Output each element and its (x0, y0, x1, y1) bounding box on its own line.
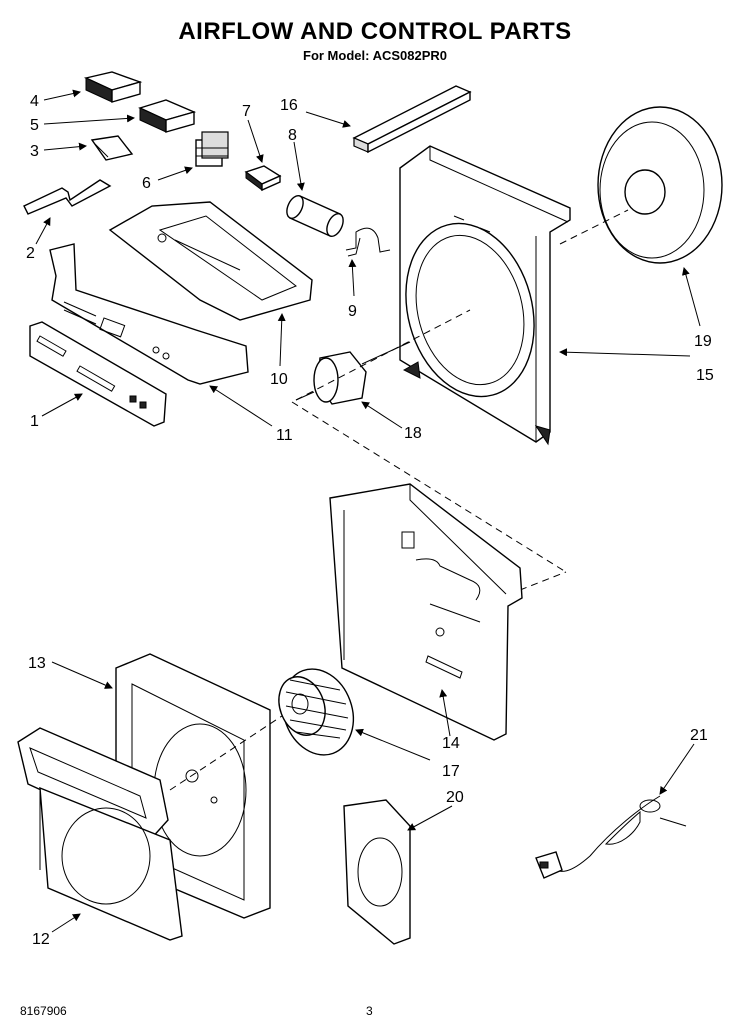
part-1-label-panel (29, 321, 167, 427)
callout-11: 11 (276, 427, 293, 444)
callout-2: 2 (26, 245, 35, 262)
callout-9: 9 (348, 303, 357, 320)
callout-13: 13 (28, 655, 46, 672)
part-15-housing (399, 145, 571, 446)
part-20-duct-plate (343, 799, 411, 945)
part-19-shroud (597, 106, 723, 264)
callout-21: 21 (690, 727, 708, 744)
part-10-tray (108, 201, 313, 321)
callout-15: 15 (696, 367, 714, 384)
callout-19: 19 (694, 333, 712, 350)
part-8-capacitor (286, 195, 344, 237)
callout-20: 20 (446, 789, 464, 806)
part-17-blower-wheel (278, 668, 355, 756)
callout-6: 6 (142, 175, 151, 192)
part-2-bracket (23, 179, 112, 215)
callout-5: 5 (30, 117, 39, 134)
part-6-transformer (195, 131, 229, 167)
part-9-strap (345, 227, 391, 257)
part-5-block (138, 99, 197, 133)
page-title: AIRFLOW AND CONTROL PARTS (178, 18, 572, 45)
page-number: 3 (366, 1004, 373, 1018)
part-21-power-cord (535, 795, 687, 879)
callout-12: 12 (32, 931, 50, 948)
part-14-scroll-panel (329, 483, 523, 741)
part-7-switch (244, 165, 282, 192)
callout-7: 7 (242, 103, 251, 120)
callout-18: 18 (404, 425, 422, 442)
callout-1: 1 (30, 413, 39, 430)
callout-4: 4 (30, 93, 39, 110)
part-18-motor (295, 341, 411, 405)
leader-lines (35, 89, 701, 933)
callout-8: 8 (288, 127, 297, 144)
callout-labels: 1 2 3 4 5 6 7 8 9 10 11 12 13 14 15 16 1… (26, 93, 714, 948)
doc-number: 8167906 (20, 1004, 67, 1018)
callout-10: 10 (270, 371, 288, 388)
callout-14: 14 (442, 735, 460, 752)
callout-3: 3 (30, 143, 39, 160)
part-11-control-bracket (49, 243, 249, 385)
part-3-pad (90, 135, 134, 161)
part-12-front-housing (17, 727, 183, 941)
callout-17: 17 (442, 763, 460, 780)
callout-16: 16 (280, 97, 298, 114)
part-16-strip (352, 85, 472, 154)
model-subtitle: For Model: ACS082PR0 (303, 48, 447, 63)
part-4-block (83, 71, 143, 103)
